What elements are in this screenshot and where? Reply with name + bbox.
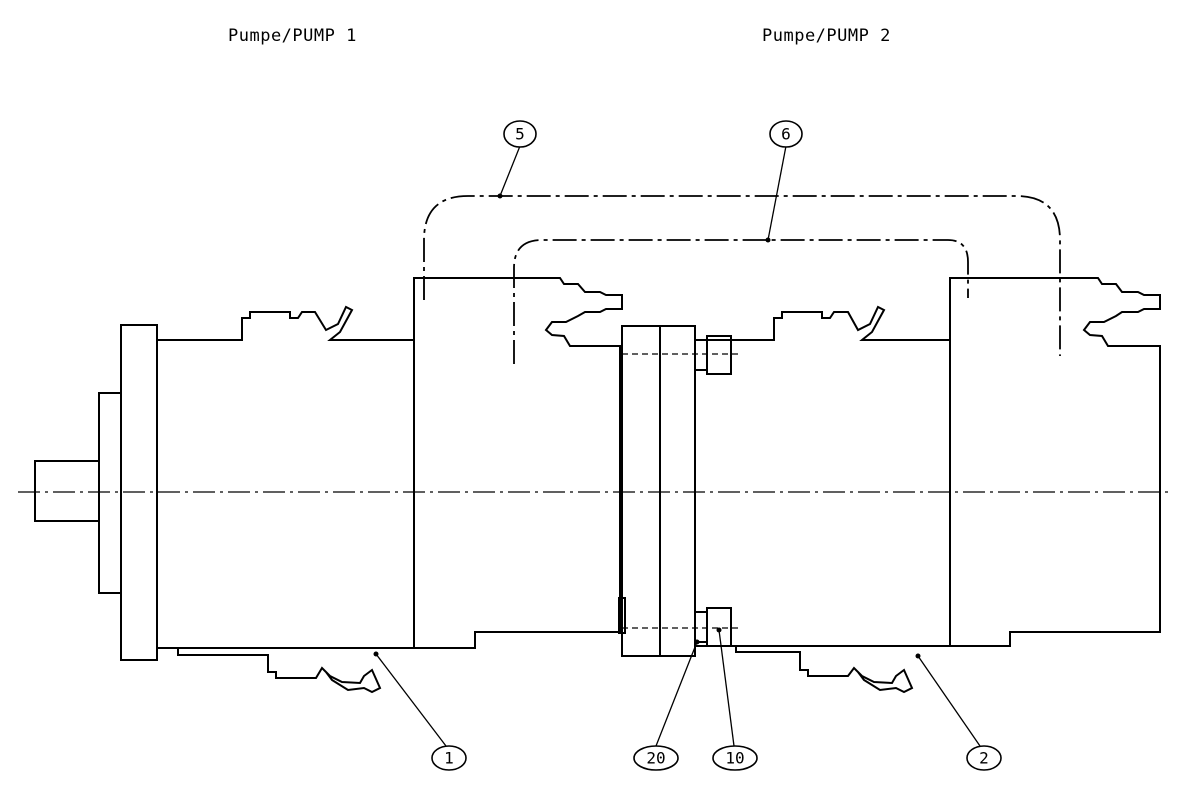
leader-10 <box>718 629 735 747</box>
balloon-5-label: 5 <box>515 125 525 144</box>
adapter-flange <box>618 325 738 657</box>
balloon-1-label: 1 <box>444 749 454 768</box>
pump-1-title: Pumpe/PUMP 1 <box>228 26 357 46</box>
balloon-2: 2 <box>966 745 1002 771</box>
leader-1-dot <box>373 651 379 657</box>
top-bolt-head <box>694 339 708 371</box>
balloon-20-label: 20 <box>646 749 665 768</box>
top-bolt-nut <box>706 335 732 375</box>
balloon-6-label: 6 <box>781 125 791 144</box>
balloon-1: 1 <box>431 745 467 771</box>
adapter-ring <box>659 325 696 657</box>
bottom-bolt-head <box>694 611 708 643</box>
pump-2-rear-cover <box>949 277 1161 647</box>
adapter-plate <box>621 325 661 657</box>
leader-5 <box>499 145 521 197</box>
balloon-5: 5 <box>503 120 537 148</box>
seal-ring <box>618 597 626 634</box>
pump-1-pilot <box>98 392 122 594</box>
pump-2-title: Pumpe/PUMP 2 <box>762 26 891 46</box>
leader-20 <box>655 641 698 747</box>
leader-2-dot <box>915 653 921 659</box>
leader-6 <box>767 145 787 241</box>
pump-2 <box>695 277 1161 694</box>
pump-1 <box>34 277 623 694</box>
leader-10-dot <box>716 627 722 633</box>
bottom-bolt-nut <box>706 607 732 647</box>
pump-1-flange <box>120 324 158 661</box>
pump-2-housing-top <box>695 305 950 341</box>
pump-1-rear-cover <box>413 277 623 649</box>
pump-1-shaft <box>34 460 100 522</box>
leader-20-dot <box>694 639 700 645</box>
leader-6-dot <box>765 237 771 243</box>
pump-1-housing-bottom <box>157 647 382 694</box>
pipe-6 <box>513 239 969 364</box>
balloon-6: 6 <box>769 120 803 148</box>
pump-1-housing-top <box>157 305 414 341</box>
pump-2-housing-bottom <box>695 645 914 694</box>
balloon-2-label: 2 <box>979 749 989 768</box>
leader-1 <box>375 653 447 747</box>
leader-5-dot <box>497 193 503 199</box>
balloon-10-label: 10 <box>725 749 744 768</box>
balloon-10: 10 <box>712 745 758 771</box>
balloon-20: 20 <box>633 745 679 771</box>
pipe-5 <box>423 195 1061 356</box>
leader-2 <box>917 655 981 747</box>
